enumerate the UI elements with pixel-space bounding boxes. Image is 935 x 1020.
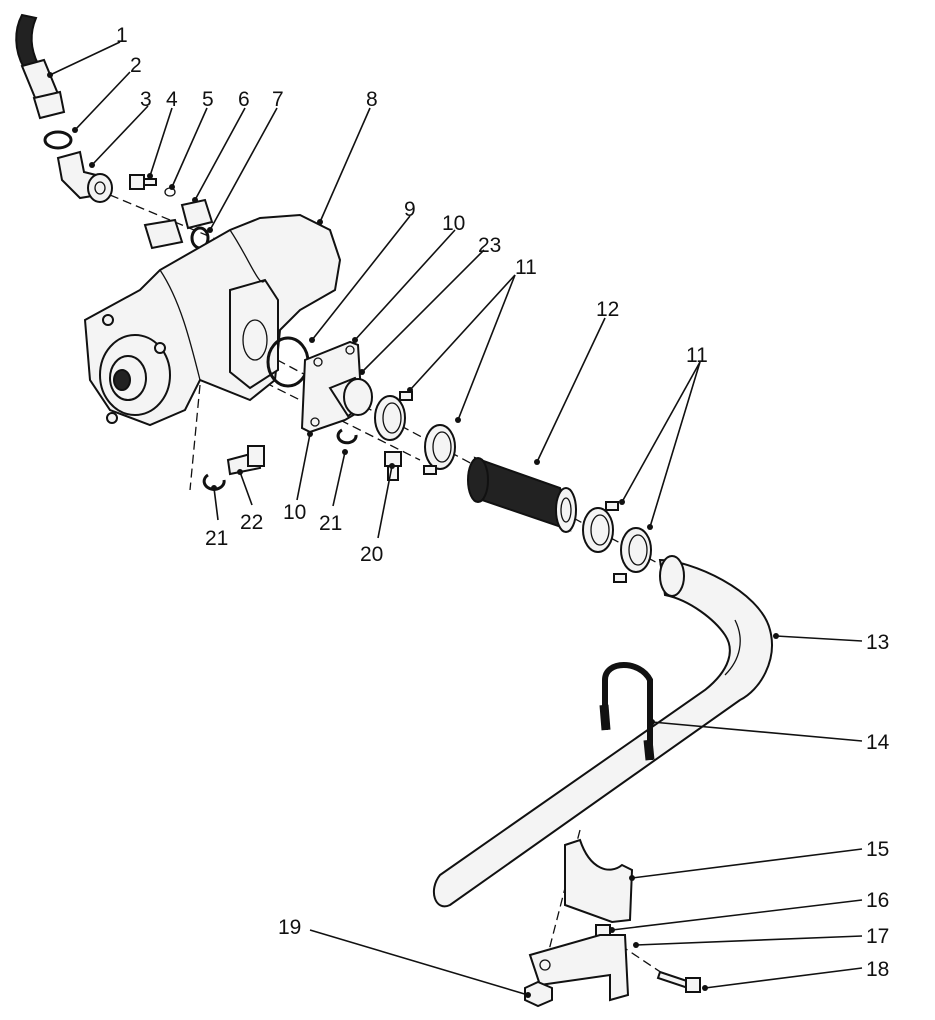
callout-22: 22 — [240, 511, 263, 534]
elbow-fitting — [56, 150, 113, 203]
callout-1: 1 — [116, 24, 128, 47]
callout-12: 12 — [596, 298, 619, 321]
callout-21c: 21 — [205, 527, 228, 550]
callout-7: 7 — [272, 88, 284, 111]
bolt-long — [656, 970, 701, 993]
callout-18: 18 — [866, 958, 889, 981]
callout-14: 14 — [866, 731, 890, 754]
callout-19: 19 — [278, 916, 301, 939]
callout-11: 11 — [515, 256, 537, 279]
callout-23: 23 — [478, 234, 501, 257]
saddle-block — [564, 838, 634, 924]
hose-clamp-4 — [613, 527, 652, 583]
callout-3: 3 — [140, 88, 152, 111]
callout-17: 17 — [866, 925, 889, 948]
callout-6: 6 — [238, 88, 250, 111]
callout-21b: 21 — [319, 512, 342, 535]
bracket-hole — [539, 959, 551, 971]
u-bolt — [599, 662, 655, 761]
suction-tube — [432, 555, 773, 908]
callout-10b: 10 — [283, 501, 306, 524]
callout-labels: 1 2 3 4 5 6 7 8 9 10 23 11 12 11 13 14 1… — [116, 24, 890, 981]
callout-4: 4 — [166, 88, 178, 111]
hydraulic-pump — [83, 213, 342, 427]
split-flange — [143, 198, 214, 250]
hose-sleeve — [467, 456, 577, 533]
callout-11b: 11 — [686, 344, 708, 367]
callout-8: 8 — [366, 88, 378, 111]
callout-16: 16 — [866, 889, 889, 912]
callout-9: 9 — [404, 198, 416, 221]
lock-washer-pair — [202, 428, 358, 491]
callout-15: 15 — [866, 838, 889, 861]
callout-20: 20 — [360, 543, 383, 566]
callout-10: 10 — [442, 212, 465, 235]
hose-clamp-3 — [582, 501, 619, 553]
hose-clamp-2 — [423, 424, 456, 475]
callout-2: 2 — [130, 54, 142, 77]
callout-leaders — [47, 41, 863, 998]
hex-nut — [524, 980, 553, 1008]
hydraulic-hose — [15, 13, 66, 120]
callout-5: 5 — [202, 88, 214, 111]
hose-clamp-1 — [374, 391, 413, 441]
o-ring-small — [43, 130, 73, 150]
tube-fitting — [328, 376, 373, 418]
mounting-bolt — [226, 445, 265, 476]
mounting-bracket — [528, 934, 630, 1002]
callout-13: 13 — [866, 631, 889, 654]
